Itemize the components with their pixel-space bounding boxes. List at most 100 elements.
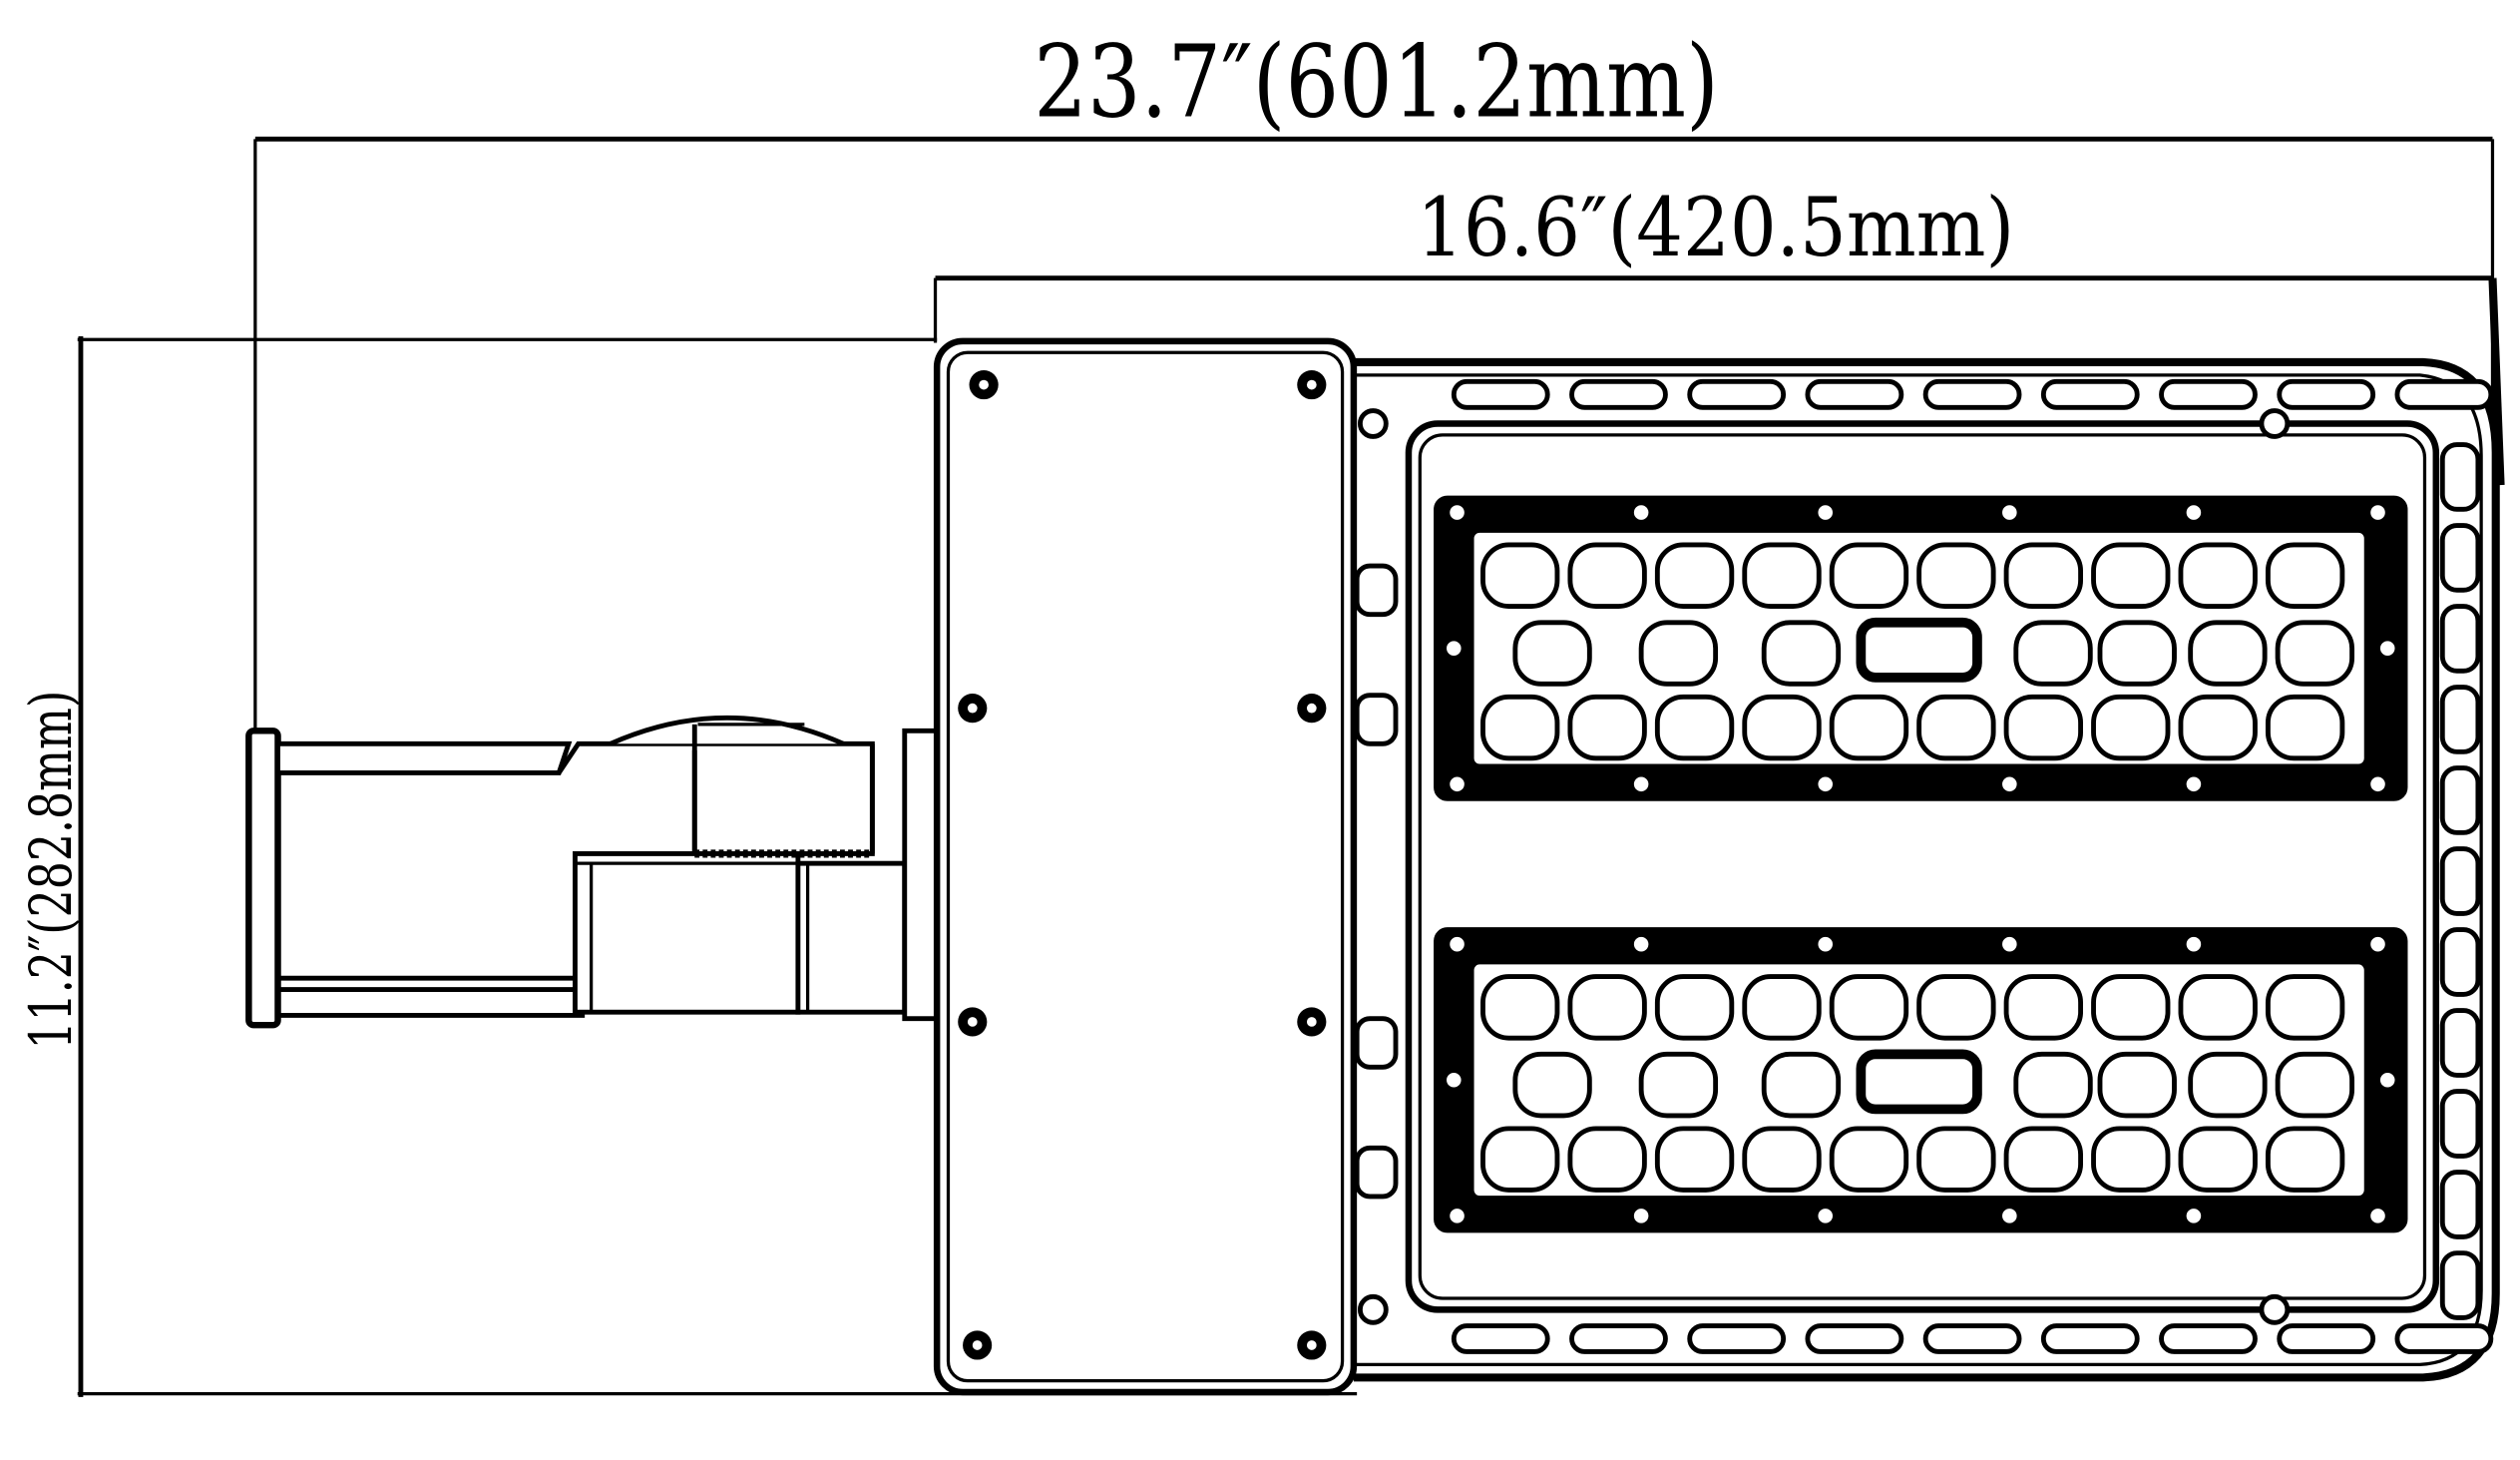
fin-slot [2439, 927, 2481, 997]
led-lens [2091, 1126, 2171, 1193]
light-head [1353, 357, 2500, 1382]
screw-center-icon [1306, 1340, 1317, 1350]
fin-slot [1354, 563, 1399, 618]
screw-icon [2000, 774, 2019, 793]
screw-icon [2368, 935, 2387, 954]
overall-length-label: 23.7″(601.2mm) [1034, 24, 1719, 141]
fin-slot [1451, 378, 1550, 410]
led-lens [2275, 620, 2355, 687]
height-label: 11.2″(282.8mm) [17, 691, 85, 1050]
led-lens [2091, 974, 2171, 1041]
screw-center-icon [1306, 379, 1317, 390]
led-lens [1742, 542, 1822, 609]
led-lens [1761, 620, 1842, 687]
fin-slot [2439, 604, 2481, 674]
led-lens [1480, 974, 1560, 1041]
screw-icon [1632, 774, 1651, 793]
fin-slot [2040, 1323, 2140, 1354]
led-lens [1567, 1126, 1647, 1193]
driver-housing [933, 337, 1358, 1396]
mounting-arm [245, 715, 940, 1029]
led-lens [2265, 974, 2345, 1041]
fin-slot [2439, 1170, 2481, 1239]
fin-slot [2439, 765, 2481, 835]
led-lens [1829, 542, 1909, 609]
led-lens [2091, 542, 2171, 609]
led-lens [1761, 1051, 1842, 1119]
led-lens [1829, 1126, 1909, 1193]
led-lens [2265, 694, 2345, 761]
led-lens [1654, 1126, 1735, 1193]
screw-icon [1445, 639, 1464, 658]
led-lens [1916, 694, 1996, 761]
led-lens [2003, 542, 2083, 609]
dimension-labels: 23.7″(601.2mm) 16.6″(420.5mm) 11.2″(282.… [17, 24, 2014, 1050]
led-lens [1480, 694, 1560, 761]
screw-icon [2185, 503, 2203, 522]
screw-icon [1357, 1293, 1389, 1325]
fin-slot [1922, 1323, 2022, 1354]
fin-slot [2277, 1323, 2376, 1354]
screw-icon [2378, 1071, 2397, 1090]
sensor-window [1856, 617, 1982, 683]
led-lens [1654, 974, 1735, 1041]
screw-icon [1816, 1207, 1835, 1225]
screw-icon [2185, 774, 2203, 793]
led-lens [1916, 542, 1996, 609]
led-lens [2178, 1126, 2258, 1193]
led-lens [1638, 1051, 1719, 1119]
screw-center-icon [1306, 703, 1317, 714]
housing-screws [958, 370, 1327, 1360]
led-lens [2003, 974, 2083, 1041]
fin-slot [1805, 1323, 1904, 1354]
led-lens [1829, 974, 1909, 1041]
fin-slot [1354, 1145, 1399, 1200]
led-lens [2265, 1126, 2345, 1193]
fin-slot [1569, 378, 1668, 410]
fin-slot [2439, 846, 2481, 916]
led-lens [1638, 620, 1719, 687]
housing-length-label: 16.6″(420.5mm) [1417, 182, 2014, 275]
screw-icon [2000, 1207, 2019, 1225]
screw-icon [1816, 503, 1835, 522]
led-lens [2275, 1051, 2355, 1119]
fin-slot [2159, 1323, 2258, 1354]
fin-slot [1354, 1016, 1399, 1070]
sensor-window [1856, 1049, 1982, 1115]
led-lens [1742, 1126, 1822, 1193]
led-lens [2265, 542, 2345, 609]
led-lens [2013, 1051, 2093, 1119]
screw-icon [2378, 639, 2397, 658]
fin-slot [2439, 523, 2481, 593]
led-lens [1512, 1051, 1592, 1119]
fin-slot [1354, 693, 1399, 746]
screw-icon [1445, 1071, 1464, 1090]
fin-slot [2439, 685, 2481, 754]
screw-icon [1632, 503, 1651, 522]
screw-center-icon [972, 1340, 983, 1350]
screw-icon [2000, 503, 2019, 522]
led-lens [2097, 620, 2177, 687]
fin-slot [2439, 1250, 2481, 1320]
fin-slot [1922, 378, 2022, 410]
screw-icon [1357, 408, 1389, 439]
led-lens [2003, 694, 2083, 761]
led-lens [1654, 542, 1735, 609]
led-lens [1916, 1126, 1996, 1193]
fin-slot [1451, 1323, 1550, 1354]
screw-icon [1448, 935, 1467, 954]
screw-center-icon [1306, 1017, 1317, 1027]
screw-icon [1448, 503, 1467, 522]
fin-slot [2439, 442, 2481, 512]
fin-slot [2040, 378, 2140, 410]
led-lens [1480, 542, 1560, 609]
led-lens [2097, 1051, 2177, 1119]
led-lens [1829, 694, 1909, 761]
fin-slot [2439, 1008, 2481, 1078]
screw-center-icon [979, 379, 989, 390]
dimension-lines [77, 136, 2505, 1397]
heatsink-fins [1354, 378, 2494, 1354]
screw-icon [2185, 935, 2203, 954]
screw-center-icon [967, 1017, 978, 1027]
fin-slot [2394, 378, 2494, 410]
